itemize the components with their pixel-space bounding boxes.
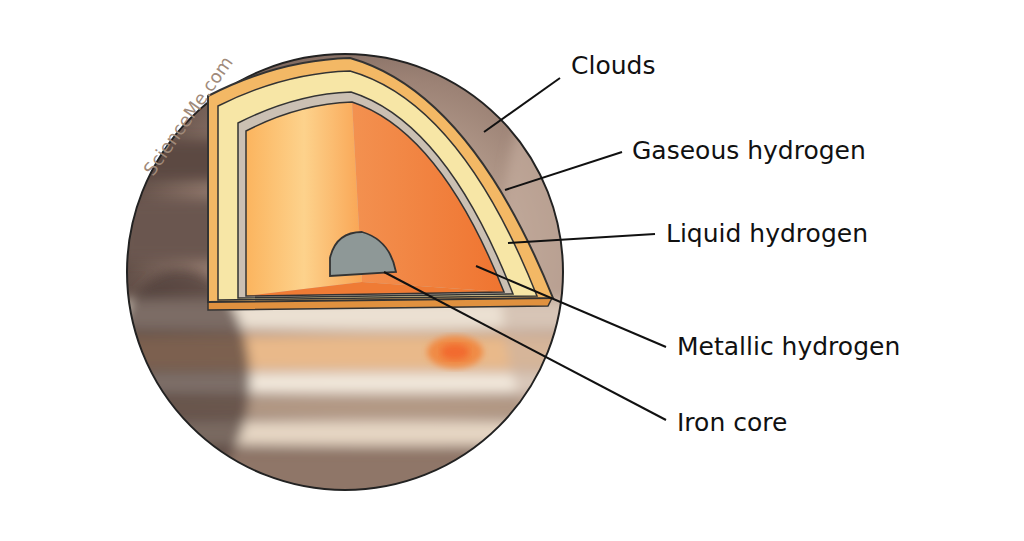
layer-label: Clouds	[571, 52, 655, 81]
metallic-outline	[246, 102, 504, 296]
layer-label: Iron core	[677, 409, 787, 438]
iron-core	[330, 232, 396, 276]
layer-label: Liquid hydrogen	[666, 220, 868, 249]
liquid-layer	[238, 92, 513, 298]
leader-lines	[384, 78, 666, 420]
clouds-layer	[208, 58, 553, 302]
gaseous-layer	[218, 71, 537, 300]
layer-label: Gaseous hydrogen	[632, 137, 866, 166]
layer-label: Metallic hydrogen	[677, 333, 900, 362]
